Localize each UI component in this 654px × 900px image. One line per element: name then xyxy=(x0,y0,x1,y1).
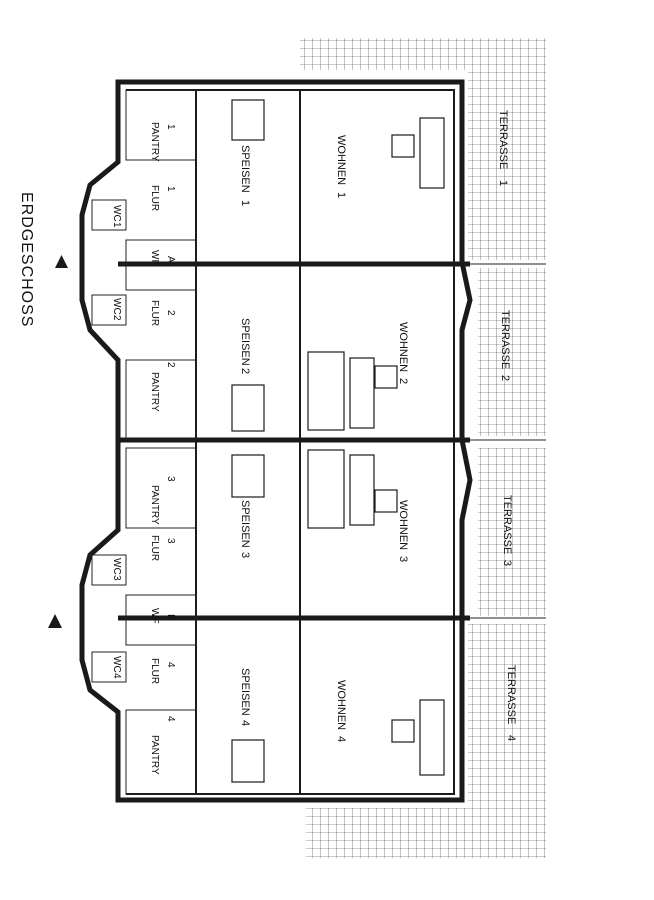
terrace-tiles-2 xyxy=(478,268,546,436)
wc-label-3: WC xyxy=(111,558,122,575)
unit-2-labels: PANTRY 2 FLUR 2 WC 2 SPEISEN 2 WOHNEN 2 … xyxy=(111,298,511,412)
wohnen-number-3: 3 xyxy=(397,556,409,562)
terrasse-number-3: 3 xyxy=(501,560,513,566)
wohnen-label-2: WOHNEN xyxy=(397,322,409,372)
terrace-areas xyxy=(300,38,546,858)
wohnen-number-1: 1 xyxy=(335,192,347,198)
speisen-label-4: SPEISEN xyxy=(239,668,251,716)
wohnen-label-4: WOHNEN xyxy=(335,680,347,730)
outer-wall xyxy=(79,79,473,803)
flur-label-3: FLUR xyxy=(149,535,160,561)
flur-label-1: FLUR xyxy=(149,185,160,211)
pantry-number-3: 3 xyxy=(165,476,176,482)
terrasse-label-3: TERRASSE xyxy=(501,495,513,554)
pantry-number-1: 1 xyxy=(165,124,176,130)
terrasse-label-4: TERRASSE xyxy=(505,665,517,724)
terrasse-label-2: TERRASSE xyxy=(499,310,511,369)
speisen-number-2: 2 xyxy=(239,368,251,374)
entrance-letter-a: A xyxy=(165,256,176,263)
pantry-label-2: PANTRY xyxy=(149,372,160,412)
entrance-labels: WF A WF B xyxy=(48,250,176,628)
terrace-tiles-3 xyxy=(478,448,546,616)
wc-number-3: 3 xyxy=(111,575,122,581)
service-rooms xyxy=(91,89,197,795)
flur-number-2: 2 xyxy=(165,310,176,316)
pantry-number-2: 2 xyxy=(165,362,176,368)
terrasse-number-1: 1 xyxy=(497,180,509,186)
speisen-number-4: 4 xyxy=(239,720,251,726)
dining-tables xyxy=(231,99,265,783)
entrance-label-a: WF xyxy=(149,250,160,266)
entrance-arrow-a-icon xyxy=(55,255,68,268)
flur-label-2: FLUR xyxy=(149,300,160,326)
pantry-number-4: 4 xyxy=(165,716,176,722)
wc-label-4: WC xyxy=(111,656,122,673)
pantry-label-3: PANTRY xyxy=(149,485,160,525)
wc-label-2: WC xyxy=(111,298,122,315)
speisen-label-1: SPEISEN xyxy=(239,145,251,193)
flur-number-4: 4 xyxy=(165,662,176,668)
terrasse-number-2: 2 xyxy=(499,375,511,381)
terrace-tiles-top xyxy=(300,38,546,70)
wohnen-label-3: WOHNEN xyxy=(397,500,409,550)
wohnen-number-4: 4 xyxy=(335,736,347,742)
speisen-number-1: 1 xyxy=(239,200,251,206)
terrasse-label-1: TERRASSE xyxy=(497,110,509,169)
unit-3-labels: PANTRY 3 FLUR 3 WC 3 SPEISEN 3 WOHNEN 3 … xyxy=(111,476,513,581)
flur-number-1: 1 xyxy=(165,186,176,192)
speisen-label-3: SPEISEN xyxy=(239,500,251,548)
terrace-tiles-1 xyxy=(468,70,546,260)
entrance-label-b: WF xyxy=(149,608,160,624)
wohnen-label-1: WOHNEN xyxy=(335,135,347,185)
terrace-tiles-bottom xyxy=(306,808,546,858)
speisen-label-2: SPEISEN xyxy=(239,318,251,366)
flur-number-3: 3 xyxy=(165,538,176,544)
wc-number-2: 2 xyxy=(111,315,122,321)
flur-label-4: FLUR xyxy=(149,658,160,684)
wohnen-number-2: 2 xyxy=(397,378,409,384)
entrance-arrow-b-icon xyxy=(48,614,62,628)
unit-4-labels: PANTRY 4 FLUR 4 WC 4 SPEISEN 4 WOHNEN 4 … xyxy=(111,656,517,775)
wc-label-1: WC xyxy=(111,205,122,222)
pantry-label-1: PANTRY xyxy=(149,122,160,162)
entrance-letter-b: B xyxy=(165,614,176,621)
terrasse-number-4: 4 xyxy=(505,735,517,741)
wc-number-4: 4 xyxy=(111,673,122,679)
terrace-tiles-4 xyxy=(468,624,546,810)
plan-title: ERDGESCHOSS xyxy=(18,192,35,327)
living-furniture xyxy=(307,117,445,776)
pantry-label-4: PANTRY xyxy=(149,735,160,775)
unit-1-labels: PANTRY 1 FLUR 1 WC 1 SPEISEN 1 WOHNEN 1 … xyxy=(111,110,509,228)
speisen-number-3: 3 xyxy=(239,552,251,558)
wc-number-1: 1 xyxy=(111,222,122,228)
